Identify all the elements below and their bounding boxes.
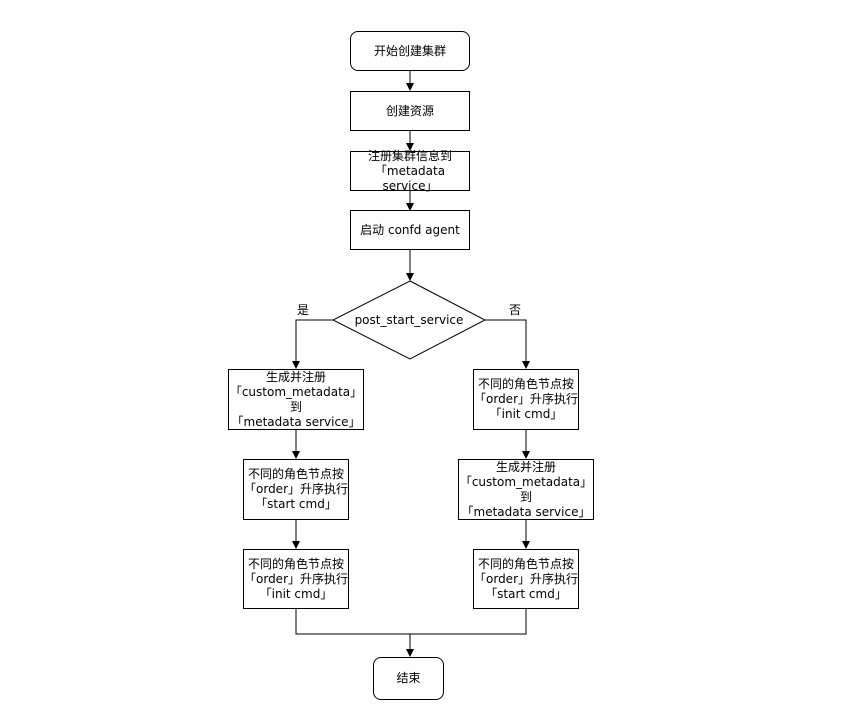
right-init-cmd-node: 不同的角色节点按 「order」升序执行 「init cmd」	[473, 369, 579, 430]
edge-decision-no	[485, 319, 530, 369]
left-start-cmd-node: 不同的角色节点按 「order」升序执行 「start cmd」	[243, 459, 349, 520]
edge-decision-yes	[292, 319, 333, 369]
left-init-cmd-label: 不同的角色节点按 「order」升序执行 「init cmd」	[244, 556, 348, 601]
decision-label: post_start_service	[354, 313, 464, 327]
end-node: 结束	[373, 657, 444, 700]
right-start-cmd-node: 不同的角色节点按 「order」升序执行 「start cmd」	[473, 549, 579, 609]
right-init-cmd-label: 不同的角色节点按 「order」升序执行 「init cmd」	[474, 377, 578, 421]
register-cluster-node: 注册集群信息到 「metadata service」	[350, 148, 470, 193]
end-node-label: 结束	[396, 671, 421, 685]
no-label: 否	[509, 303, 522, 317]
right-register-node: 生成并注册 「custom_metadata」到 「metadata servi…	[458, 459, 594, 520]
yes-label: 是	[297, 303, 310, 317]
left-register-label: 生成并注册 「custom_metadata」到 「metadata servi…	[229, 369, 363, 429]
decision-diamond	[331, 280, 487, 360]
left-init-cmd-node: 不同的角色节点按 「order」升序执行 「init cmd」	[243, 549, 349, 609]
create-resource-node: 创建资源	[350, 91, 470, 131]
create-resource-label: 创建资源	[385, 103, 434, 118]
edge-right-merge	[410, 609, 527, 635]
start-confd-label: 启动 confd agent	[360, 222, 460, 237]
start-node-label: 开始创建集群	[373, 43, 446, 58]
right-start-cmd-label: 不同的角色节点按 「order」升序执行 「start cmd」	[474, 556, 578, 601]
start-confd-node: 启动 confd agent	[350, 210, 470, 250]
edge-left-merge	[295, 609, 410, 635]
start-node: 开始创建集群	[350, 31, 470, 71]
left-register-node: 生成并注册 「custom_metadata」到 「metadata servi…	[228, 369, 364, 430]
register-cluster-label: 注册集群信息到 「metadata service」	[367, 148, 452, 193]
right-register-label: 生成并注册 「custom_metadata」到 「metadata servi…	[459, 459, 593, 519]
left-start-cmd-label: 不同的角色节点按 「order」升序执行 「start cmd」	[244, 467, 348, 511]
